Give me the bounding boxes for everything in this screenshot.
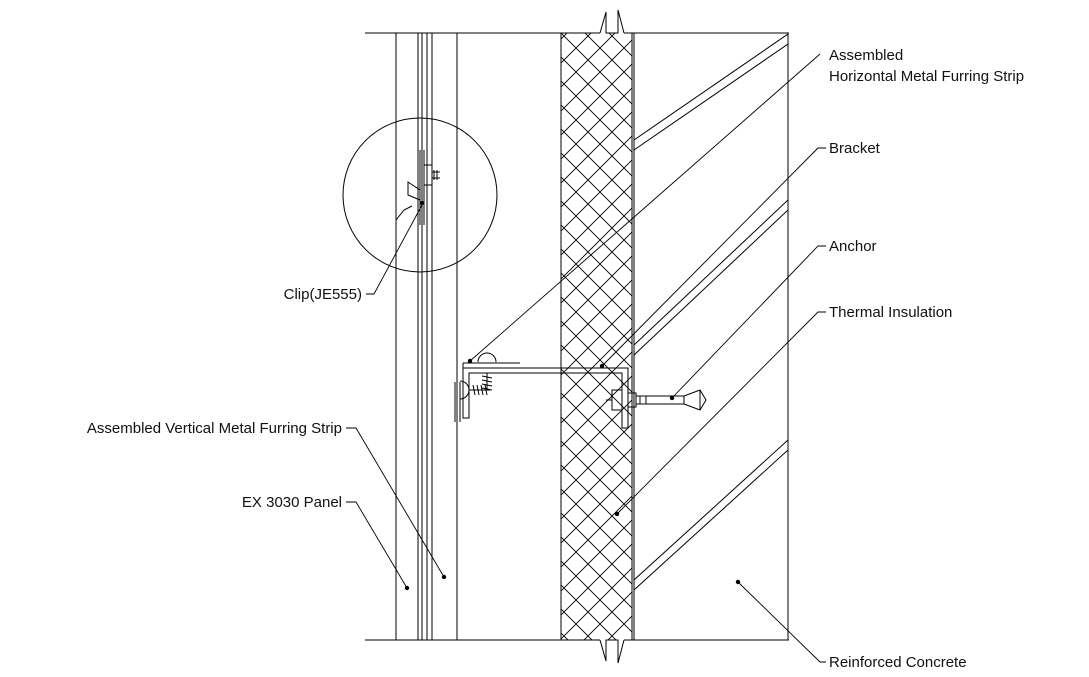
label-vertical-strip: Assembled Vertical Metal Furring Strip (87, 420, 342, 437)
label-thermal-insulation: Thermal Insulation (829, 304, 952, 321)
bracket-screw-lower (459, 380, 490, 400)
leader-clip (366, 204, 423, 295)
label-anchor: Anchor (829, 238, 877, 255)
label-reinforced-concrete: Reinforced Concrete (829, 654, 967, 671)
label-panel: EX 3030 Panel (242, 494, 342, 511)
leader-anchor (669, 245, 826, 401)
bracket-screw-upper (477, 352, 497, 391)
leader-concrete (735, 579, 826, 663)
leader-panel (346, 501, 410, 591)
label-horizontal-strip-line1: Assembled (829, 47, 903, 64)
bottom-break-symbol (599, 639, 625, 664)
reinforced-concrete-layer (633, 33, 789, 640)
leader-vertical-strip (346, 427, 447, 580)
leader-thermal-insulation (614, 311, 826, 517)
leader-horizontal-strip (467, 53, 821, 364)
label-horizontal-strip-line2: Horizontal Metal Furring Strip (829, 68, 1024, 85)
bracket (454, 362, 629, 429)
top-break-symbol (599, 9, 625, 34)
label-clip: Clip(JE555) (284, 286, 362, 303)
thermal-insulation-layer (560, 33, 633, 640)
leader-bracket (599, 147, 826, 369)
label-bracket: Bracket (829, 140, 881, 157)
anchor (606, 389, 707, 411)
vertical-furring-strip (421, 33, 458, 640)
clip-detail (342, 117, 498, 273)
ex3030-panel (395, 33, 419, 640)
